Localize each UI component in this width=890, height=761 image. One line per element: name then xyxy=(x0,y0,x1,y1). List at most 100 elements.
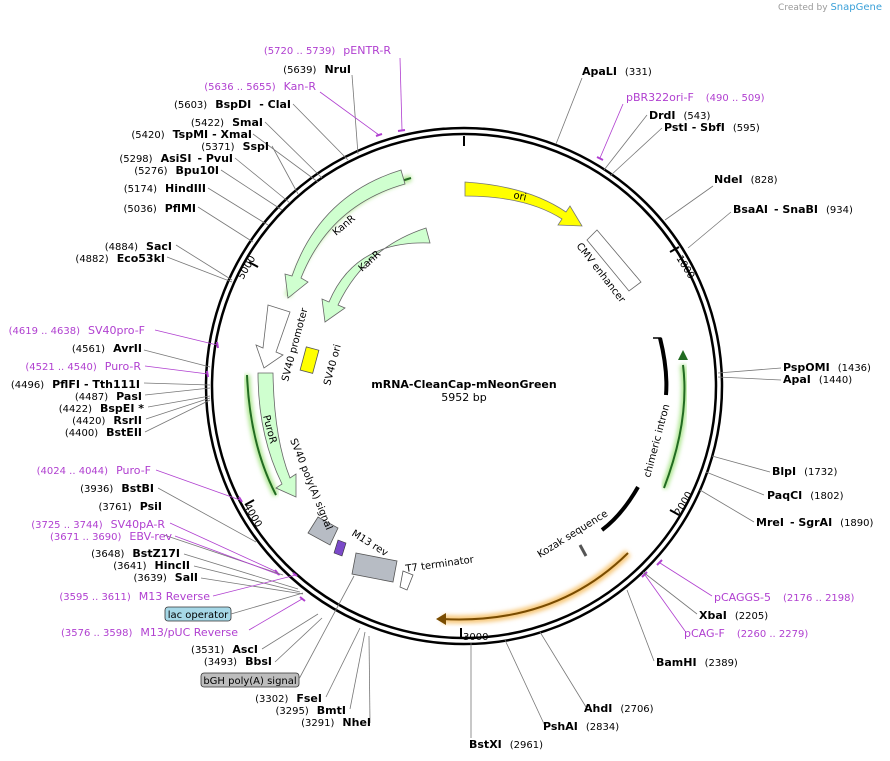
snapgene-credit: Created by SnapGene xyxy=(778,2,882,13)
chimeric-intron-label: chimeric intron xyxy=(642,403,672,479)
enzyme-smai: (5422)SmaI xyxy=(191,116,263,129)
enzyme-asisi: (5298)AsiSI- PvuI xyxy=(119,152,233,165)
primer-m13-puc-reverse: (3576 .. 3598)M13/pUC Reverse xyxy=(61,626,238,639)
enzyme-tspmi: (5420)TspMI- XmaI xyxy=(131,128,252,141)
enzyme-bspei: (4422)BspEI * xyxy=(59,402,145,415)
enzyme-bbsi: (3493)BbsI xyxy=(204,655,272,668)
enzyme-pasi: (4487)PasI xyxy=(75,390,142,403)
enzyme-pspomi: PspOMI(1436) xyxy=(783,361,871,374)
lac-operator-feature xyxy=(333,539,347,557)
enzyme-saci: (4884)SacI xyxy=(105,240,172,253)
enzyme-hindiii: (5174)HindIII xyxy=(124,182,206,195)
enzyme-paqci: PaqCI(1802) xyxy=(767,489,844,502)
plasmid-size: 5952 bp xyxy=(441,391,486,404)
cmv-enhancer-feature[interactable] xyxy=(586,229,642,292)
plasmid-name: mRNA-CleanCap-mNeonGreen xyxy=(371,378,556,391)
tick-label-4000: 4000 xyxy=(241,502,263,530)
bgh-polya-leader xyxy=(298,575,355,680)
primer-pcag-f: pCAG-F(2260 .. 2279) xyxy=(684,627,808,640)
enzyme-hincii: (3641)HincII xyxy=(113,559,190,572)
tick-label-2000: 2000 xyxy=(673,490,695,518)
primer-pcaggs-5: pCAGGS-5(2176 .. 2198) xyxy=(714,591,855,604)
enzyme-bmti: (3295)BmtI xyxy=(276,704,346,717)
cds-black-bar xyxy=(600,486,640,532)
tick-2000 xyxy=(669,509,680,516)
mng-arrow-head xyxy=(436,613,446,625)
created-by-text: Created by xyxy=(778,3,828,13)
enzyme-apai: ApaI(1440) xyxy=(783,373,852,386)
puror-outer-line xyxy=(246,374,277,496)
enzyme-eco53ki: (4882)Eco53kI xyxy=(75,252,165,265)
mng-arrow[interactable] xyxy=(441,552,629,621)
primer-puro-f: (4024 .. 4044)Puro-F xyxy=(37,464,151,477)
enzyme-ahdi: AhdI(2706) xyxy=(584,702,654,715)
gray-feature-small xyxy=(307,516,339,546)
enzyme-leaders xyxy=(143,74,782,738)
tick-4000 xyxy=(244,499,255,506)
primer-sv40pa-r: (3725 .. 3744)SV40pA-R xyxy=(31,518,165,531)
enzyme-rsrii: (4420)RsrII xyxy=(72,414,142,427)
enzyme-apali: ApaLI(331) xyxy=(582,65,652,78)
primer-m13-reverse: (3595 .. 3611)M13 Reverse xyxy=(59,590,210,603)
backbone-outer xyxy=(204,126,724,646)
enzyme-psii: (3761)PsiI xyxy=(98,500,162,513)
kanr-outer-feature[interactable] xyxy=(284,169,406,299)
enzyme-avrii: (4561)AvrII xyxy=(72,342,142,355)
enzyme-bamhi: BamHI(2389) xyxy=(656,656,738,669)
bgh-polya-box[interactable] xyxy=(200,672,300,688)
enzyme-bstz17i: (3648)BstZ17I xyxy=(91,547,180,560)
enzyme-asci: (3531)AscI xyxy=(191,643,258,656)
enzyme-fsei: (3302)FseI xyxy=(255,692,322,705)
tick-5000 xyxy=(248,261,259,268)
intron-arrow-head xyxy=(678,350,688,360)
intron-arrow[interactable] xyxy=(663,364,686,489)
bgh-polya-feature[interactable] xyxy=(351,552,398,583)
tick-label-3000: 3000 xyxy=(463,632,488,643)
enzyme-pshai: PshAI(2834) xyxy=(543,720,619,733)
ori-feature[interactable] xyxy=(464,181,583,227)
enzyme-blpi: BlpI(1732) xyxy=(772,465,837,478)
primer-sv40pro-f: (4619 .. 4638)SV40pro-F xyxy=(9,324,145,337)
tick-1000 xyxy=(669,246,680,253)
enzyme-bstxi: BstXI(2961) xyxy=(469,738,543,751)
enzyme-bspdi: (5603)BspDI- ClaI xyxy=(174,98,291,111)
enzyme-ndei: NdeI(828) xyxy=(714,173,778,186)
enzyme-mrei: MreI- SgrAI(1890) xyxy=(756,516,874,529)
primer-leaders xyxy=(144,57,713,632)
enzyme-psti: PstI- SbfI(595) xyxy=(664,121,760,134)
primer-bars xyxy=(206,129,663,602)
bgh-polya-label: bGH poly(A) signal xyxy=(203,676,296,687)
primer-ebv-rev: (3671 .. 3690)EBV-rev xyxy=(50,530,172,543)
sv40-ori-feature[interactable] xyxy=(299,346,320,374)
chimeric-intron-bar xyxy=(658,337,669,396)
kanr-inner-feature[interactable] xyxy=(321,227,431,323)
primer-pbr322ori-f: pBR322ori-F(490 .. 509) xyxy=(626,91,765,104)
primer-puro-r: (4521 .. 4540)Puro-R xyxy=(25,360,141,373)
t7-terminator-label: T7 terminator xyxy=(404,554,476,575)
sv40-ori-label: SV40 ori xyxy=(322,343,344,387)
enzyme-bpu10i: (5276)Bpu10I xyxy=(134,164,219,177)
enzyme-bstbi: (3936)BstBI xyxy=(80,482,154,495)
enzyme-nrui: (5639)NruI xyxy=(283,63,351,76)
ori-label: ori xyxy=(512,190,527,203)
kozak-mark xyxy=(578,544,588,557)
enzyme-pflmi: (5036)PflMI xyxy=(123,202,196,215)
lac-operator-leader xyxy=(230,592,304,615)
enzyme-drdi: DrdI(543) xyxy=(649,109,711,122)
primer-kan-r: (5636 .. 5655)Kan-R xyxy=(204,80,316,93)
lac-operator-label: lac operator xyxy=(168,610,229,621)
enzyme-nhei: (3291)NheI xyxy=(301,716,371,729)
puror-feature[interactable] xyxy=(257,372,297,498)
enzyme-pflfi: (4496)PflFI- Tth111I xyxy=(11,378,140,391)
t7-terminator-feature[interactable] xyxy=(399,570,414,591)
enzyme-sali: (3639)SalI xyxy=(134,571,198,584)
snapgene-logo: SnapGene xyxy=(830,2,882,13)
enzyme-sspi: (5371)SspI xyxy=(201,140,269,153)
primer-pentr-r: (5720 .. 5739)pENTR-R xyxy=(264,44,391,57)
enzyme-bsaai: BsaAI- SnaBI(934) xyxy=(733,203,853,216)
sv40-promoter-feature[interactable] xyxy=(255,304,291,369)
enzyme-xbai: XbaI(2205) xyxy=(699,609,768,622)
enzyme-bsteii: (4400)BstEII xyxy=(65,426,142,439)
kozak-label: Kozak sequence xyxy=(536,508,610,560)
